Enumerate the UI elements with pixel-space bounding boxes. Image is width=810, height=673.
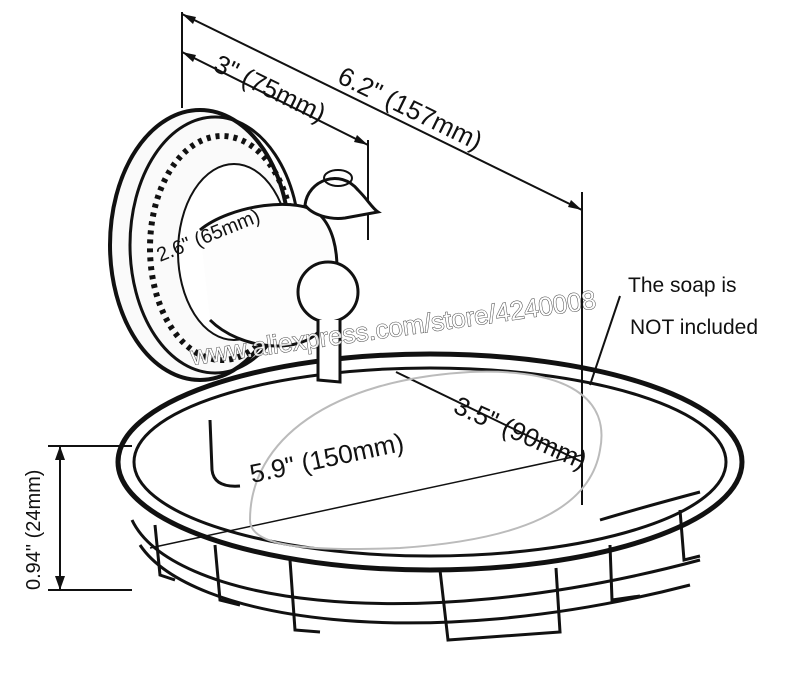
basket-inner-rim <box>132 366 728 558</box>
soap-shape <box>248 370 603 551</box>
basket-wire-lower-1 <box>130 519 701 606</box>
depth-dimension-line <box>395 371 583 463</box>
basket-wire <box>438 567 562 642</box>
note-line-2: NOT included <box>630 316 758 339</box>
basket-inner-wire <box>599 490 701 522</box>
basket-wire-lower-2 <box>138 544 691 625</box>
arrow-icon <box>182 52 196 62</box>
mount-cap-top <box>323 169 353 187</box>
height-label: 0.94" (24mm) <box>23 470 45 590</box>
overall-width-dimension-line <box>181 13 583 211</box>
dimension-lines <box>48 12 583 591</box>
note-line-1: The soap is <box>628 274 737 297</box>
length-label: 5.9" (150mm) <box>247 427 406 489</box>
soap-basket <box>115 351 745 642</box>
basket-wire <box>608 544 641 602</box>
wall-mount <box>108 108 382 384</box>
depth-label: 3.5" (90mm) <box>450 390 592 475</box>
mount-cap <box>303 177 382 220</box>
mount-post <box>316 320 342 384</box>
basket-hook-wire <box>208 419 241 488</box>
length-dimension-line <box>149 454 583 549</box>
arrow-icon <box>568 200 582 210</box>
projection-dimension-line <box>181 51 369 146</box>
arrow-icon <box>182 14 196 24</box>
basket-wire <box>153 524 176 582</box>
arrow-icon <box>55 446 65 460</box>
note-pointer-line <box>589 295 621 386</box>
basket-wire <box>213 544 241 607</box>
arrow-icon <box>55 576 65 590</box>
arrow-icon <box>354 135 368 145</box>
dimension-arrows <box>55 14 582 590</box>
mount-knob <box>296 260 360 324</box>
basket-wire <box>288 559 321 634</box>
basket-wire <box>678 509 701 562</box>
basket-outer-rim <box>115 351 745 573</box>
soap-outline <box>248 370 603 551</box>
